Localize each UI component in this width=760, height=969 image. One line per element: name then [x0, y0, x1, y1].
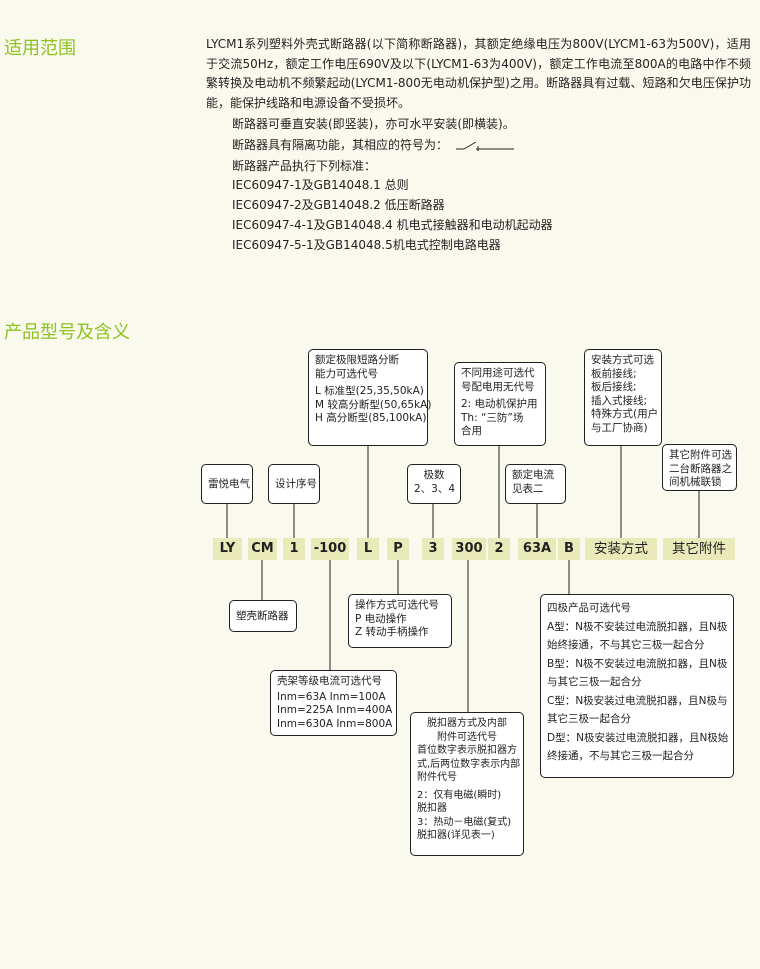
operation-mode-box: 操作方式可选代号 P 电动操作 Z 转动手柄操作: [348, 594, 452, 648]
segment-mounting: 安装方式: [585, 538, 657, 560]
segment-operation-code: P: [387, 538, 409, 560]
breaking-capacity-box: 额定极限短路分断 能力可选代号 L 标准型(25,35,50kA) M 较高分断…: [308, 349, 431, 446]
scope-heading: 适用范围: [4, 38, 76, 59]
poles-box: 极数 2、3、4: [407, 464, 461, 504]
scope-line-isolation: 断路器具有隔离功能，其相应的符号为：: [232, 136, 516, 155]
scope-line-mounting: 断路器可垂直安装(即竖装)，亦可水平安装(即横装)。: [232, 117, 515, 131]
segment-product-code: CM: [248, 538, 277, 560]
model-heading: 产品型号及含义: [4, 322, 130, 343]
standard-item: IEC60947-2及GB14048.2 低压断路器: [232, 198, 445, 212]
mounting-box: 安装方式可选 板前接线; 板后接线; 插入式接线; 特殊方式(用户 与工厂协商): [584, 349, 662, 446]
accessories-box: 其它附件可选 二台断路器之 间机械联锁: [662, 444, 737, 491]
segment-usage-code: 2: [488, 538, 510, 560]
rated-current-box: 额定电流 见表二: [505, 464, 566, 504]
segment-poles: 3: [422, 538, 444, 560]
design-number-box: 设计序号: [268, 464, 320, 504]
standard-item: IEC60947-4-1及GB14048.4 机电式接触器和电动机起动器: [232, 218, 553, 232]
scope-line-standards: 断路器产品执行下列标准：: [232, 159, 377, 173]
segment-breaking-code: L: [357, 538, 379, 560]
segment-frame-current: -100: [311, 538, 349, 560]
release-mode-box: 脱扣器方式及内部 附件可选代号 首位数字表示脱扣器方 式,后两位数字表示内部 附…: [410, 712, 524, 856]
four-pole-type-box: 四极产品可选代号 A型：N极不安装过电流脱扣器，且N极 始终接通，不与其它三极一…: [540, 594, 734, 778]
segment-brand-code: LY: [213, 538, 242, 560]
segment-four-pole-type: B: [558, 538, 580, 560]
frame-current-box: 壳架等级电流可选代号 Inm=63A Inm=100A Inm=225A Inm…: [270, 670, 397, 736]
segment-rated-current: 63A: [518, 538, 556, 560]
scope-intro: LYCM1系列塑料外壳式断路器(以下简称断路器)，其额定绝缘电压为800V(LY…: [206, 37, 751, 110]
segment-release-code: 300: [452, 538, 486, 560]
standard-item: IEC60947-5-1及GB14048.5机电式控制电路电器: [232, 238, 501, 252]
segment-design-number: 1: [283, 538, 305, 560]
segment-accessories: 其它附件: [663, 538, 735, 560]
isolation-symbol-icon: [455, 141, 514, 151]
standard-item: IEC60947-1及GB14048.1 总则: [232, 178, 409, 192]
molded-case-box: 塑壳断路器: [229, 600, 297, 632]
usage-code-box: 不同用途可选代 号配电用无代号 2: 电动机保护用 Th: “三防”场 合用: [454, 362, 546, 446]
brand-box: 雷悦电气: [201, 464, 253, 504]
isolation-text: 断路器具有隔离功能，其相应的符号为：: [232, 138, 449, 152]
